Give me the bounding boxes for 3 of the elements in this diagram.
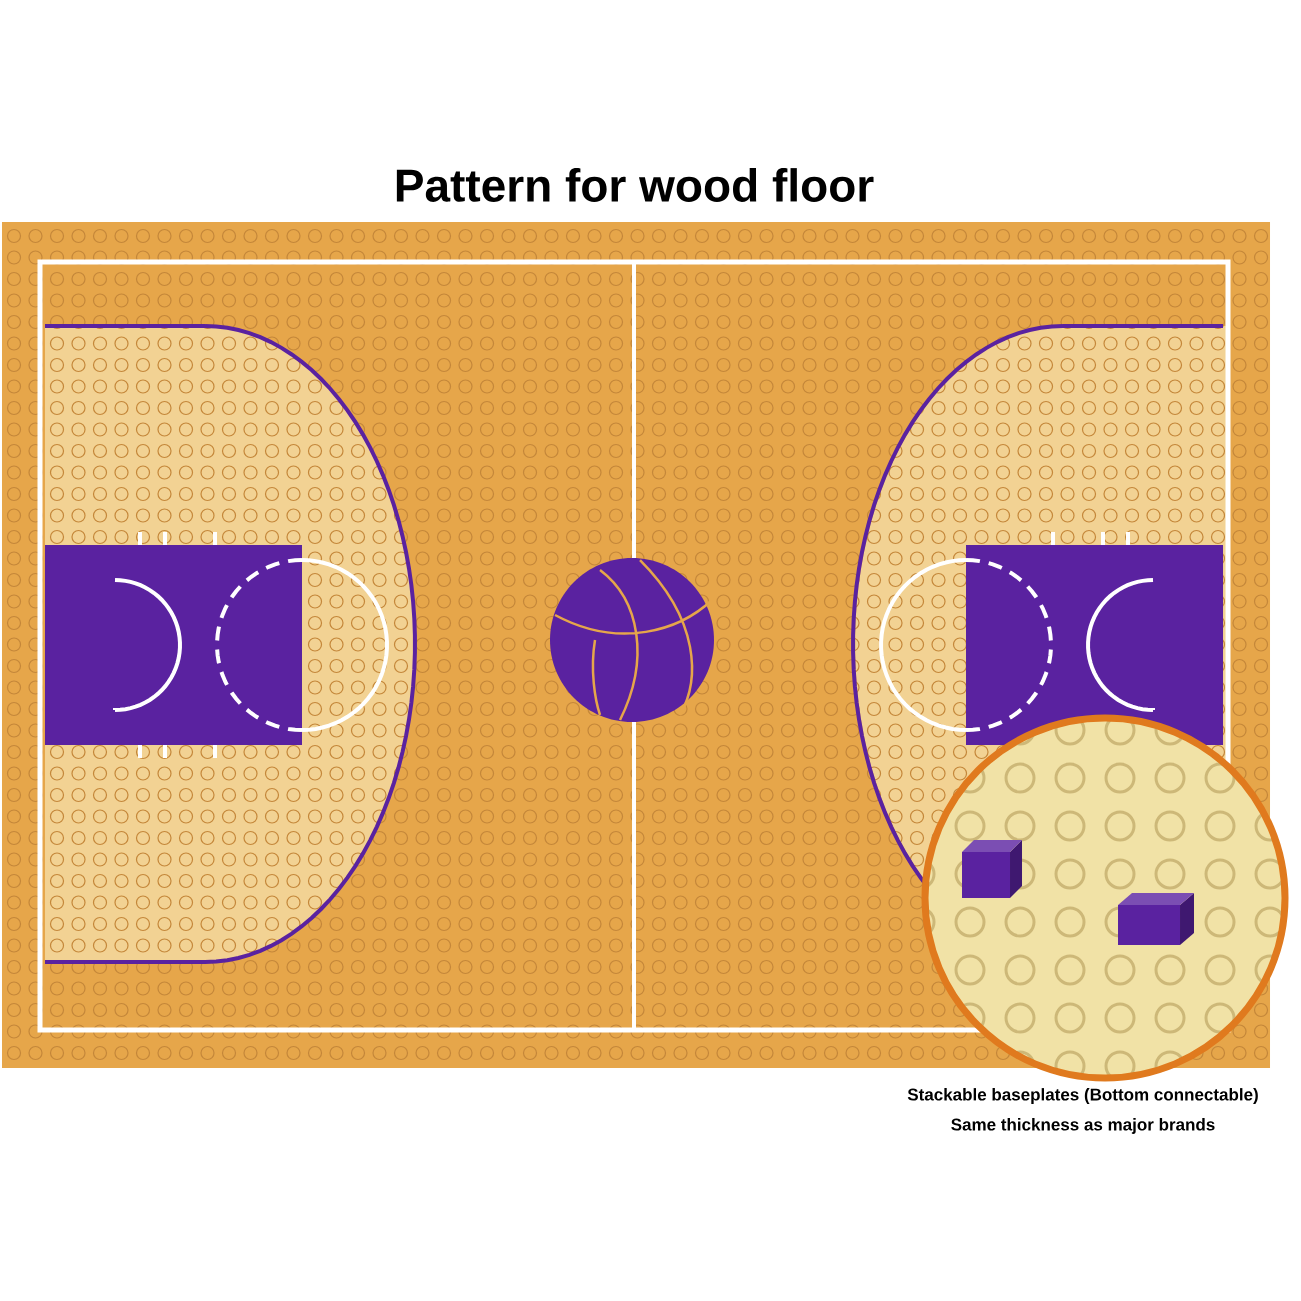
title: Pattern for wood floor <box>396 168 874 202</box>
caption-text: Same thickness as major brands <box>951 1118 1215 1134</box>
caption-text: Stackable baseplates (Bottom connectable) <box>907 1088 1258 1104</box>
